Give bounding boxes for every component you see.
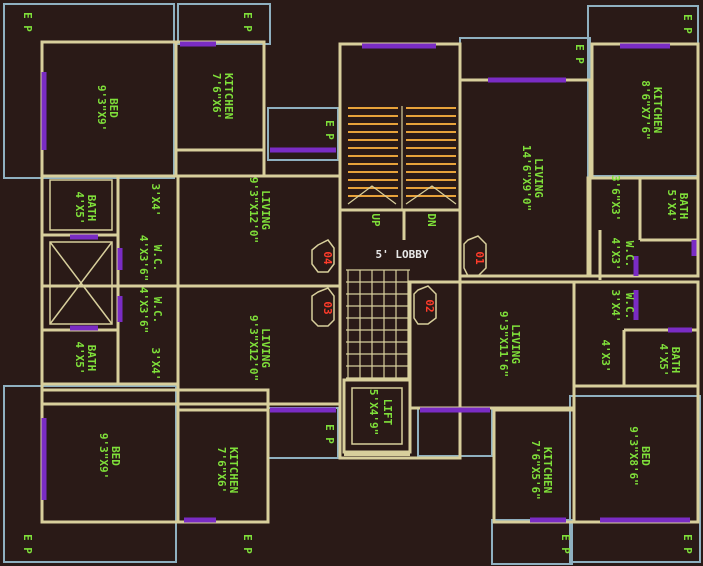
stair-dn-label: DN (425, 213, 438, 226)
passage-tr-dim: 3'6"X3' (609, 175, 622, 221)
living-br-dim: 9'3"X11'6" (497, 311, 510, 377)
lift-dim: 5'X4'9" (367, 389, 380, 435)
flat-badge-01 (463, 235, 487, 277)
kitchen-tr-dim: 8'6"X7'6" (639, 80, 652, 140)
bath-tr-name: BATH (677, 193, 690, 220)
living-tl-name: LIVING (259, 190, 272, 230)
flat-badge-02 (413, 285, 437, 325)
ep-label-3: E P (323, 120, 336, 140)
wc-tr-name: W.C. (623, 241, 636, 268)
kitchen-tl-dim: 7'6"X6' (210, 73, 223, 119)
bed-bl-dim: 9'3"X9' (97, 433, 110, 479)
svg-text:BED: BED (107, 98, 120, 118)
bath-br-dim: 4'X5' (657, 343, 670, 376)
bath-br-name: BATH (669, 347, 682, 374)
flat-number-01: 01 (473, 251, 486, 265)
kitchen-br-dim: 7'6"X5'6" (529, 440, 542, 500)
kitchen-bl-dim: 7'6"X6' (215, 447, 228, 493)
wc-bl-name: W.C. (151, 297, 164, 324)
bed-br-name: BED (639, 446, 652, 466)
staircase (347, 106, 457, 210)
wc-br-dim: 3'X4' (609, 289, 622, 322)
ep-label-1: E P (21, 12, 34, 32)
living-tr-dim: 14'6"X9'0" (520, 145, 533, 211)
bath-tr-dim: 5'X4' (665, 189, 678, 222)
bed-br-dim: 9'3"X8'6" (627, 426, 640, 486)
living-br-name: LIVING (509, 324, 522, 364)
bath-tl-name: BATH (85, 195, 98, 222)
ep-label-6: E P (323, 424, 336, 444)
bed-tl-name: BED (107, 98, 120, 118)
flat-badge-03 (311, 287, 335, 327)
flat-number-04: 04 (321, 251, 334, 265)
bed-tl-dim: 9'3"X9' (95, 85, 108, 131)
bath-tl-dim: 4'X5' (73, 191, 86, 224)
living-tr-name: LIVING (532, 158, 545, 198)
passage-bl-dim: 3'X4' (149, 347, 162, 380)
living-bl-dim: 9'3"X12'0" (247, 315, 260, 381)
wc-tr-dim: 4'X3' (609, 237, 622, 270)
kitchen-bl-name: KITCHEN (227, 447, 240, 493)
ep-label-4: E P (573, 44, 586, 64)
bed-bl-name: BED (109, 446, 122, 466)
flat-number-02: 02 (423, 299, 436, 312)
room-labels: BED 9'3"X9' KITCHEN 7'6"X6' BATH 4'X5' 3… (21, 12, 694, 554)
wc-bl-dim: 4'X3'6" (137, 287, 150, 333)
ep-label-10: E P (681, 534, 694, 554)
windows (41, 41, 697, 523)
lobby-floor-grid (346, 269, 410, 379)
bath-bl-name: BATH (85, 345, 98, 372)
ep-label-2: E P (241, 12, 254, 32)
bath-bl-dim: 4'X5' (73, 341, 86, 374)
kitchen-tr-name: KITCHEN (651, 87, 664, 133)
ep-label-9: E P (559, 534, 572, 554)
ep-label-5: E P (681, 14, 694, 34)
flat-badges (311, 235, 487, 327)
passage-tl-dim: 3'X4' (149, 183, 162, 216)
flat-badge-04 (311, 239, 335, 273)
ep-label-7: E P (21, 534, 34, 554)
living-bl-name: LIVING (259, 328, 272, 368)
ep-label-8: E P (241, 534, 254, 554)
flat-number-03: 03 (321, 301, 334, 314)
lift-box (344, 452, 410, 456)
lift-name: LIFT (381, 399, 394, 426)
wc-tl-name: W.C. (151, 245, 164, 272)
wc-tl-dim: 4'X3'6" (137, 235, 150, 281)
passage-br-dim: 4'X3' (599, 339, 612, 372)
stair-up-label: UP (369, 213, 382, 227)
kitchen-tl-name: KITCHEN (222, 73, 235, 119)
lobby-label: 5' LOBBY (376, 248, 429, 261)
kitchen-br-name: KITCHEN (541, 447, 554, 493)
living-tl-dim: 9'3"X12'0" (247, 177, 260, 243)
wc-br-name: W.C. (623, 293, 636, 320)
